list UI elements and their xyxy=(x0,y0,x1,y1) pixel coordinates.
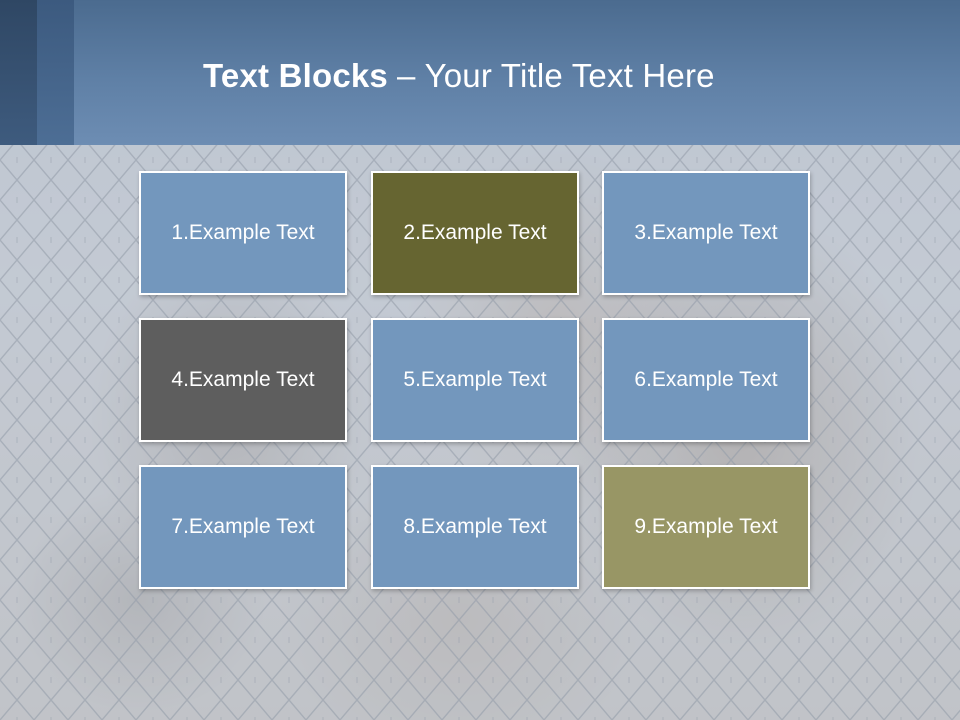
text-block-label: 2.Example Text xyxy=(403,221,547,244)
text-block-9[interactable]: 9.Example Text xyxy=(602,465,810,589)
text-block-label: 4.Example Text xyxy=(171,368,315,391)
text-block-1[interactable]: 1.Example Text xyxy=(139,171,347,295)
title-bar: Text Blocks–Your Title Text Here xyxy=(0,0,960,145)
text-block-label: 5.Example Text xyxy=(403,368,547,391)
text-block-label: 1.Example Text xyxy=(171,221,315,244)
text-block-8[interactable]: 8.Example Text xyxy=(371,465,579,589)
title-dash: – xyxy=(397,57,416,94)
text-block-label: 8.Example Text xyxy=(403,515,547,538)
text-block-label: 6.Example Text xyxy=(634,368,778,391)
text-block-2[interactable]: 2.Example Text xyxy=(371,171,579,295)
text-block-6[interactable]: 6.Example Text xyxy=(602,318,810,442)
text-block-7[interactable]: 7.Example Text xyxy=(139,465,347,589)
text-block-label: 9.Example Text xyxy=(634,515,778,538)
title-bold-part: Text Blocks xyxy=(203,57,388,94)
header-accent-dark xyxy=(0,0,37,145)
text-block-label: 3.Example Text xyxy=(634,221,778,244)
text-block-label: 7.Example Text xyxy=(171,515,315,538)
text-block-5[interactable]: 5.Example Text xyxy=(371,318,579,442)
header-accent-mid xyxy=(37,0,74,145)
text-block-3[interactable]: 3.Example Text xyxy=(602,171,810,295)
text-block-4[interactable]: 4.Example Text xyxy=(139,318,347,442)
slide-title[interactable]: Text Blocks–Your Title Text Here xyxy=(203,52,715,100)
title-rest: Your Title Text Here xyxy=(424,57,715,94)
